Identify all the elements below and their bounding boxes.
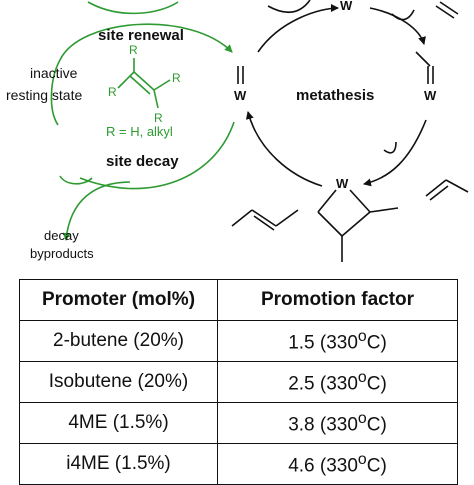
left-arc xyxy=(50,59,61,126)
site-decay-label: site decay xyxy=(106,153,179,170)
resting-state-label: resting state xyxy=(6,87,82,103)
table-row: 2-butene (20%) 1.5 (330oC) xyxy=(19,320,458,362)
cell-promoter: i4ME (1.5%) xyxy=(19,443,218,485)
carbene-right xyxy=(415,51,434,84)
olefin-r2: R xyxy=(108,85,117,99)
table-header-row: Promoter (mol%) Promotion factor xyxy=(19,279,458,321)
propene-top xyxy=(435,1,459,19)
top-curve-arrow xyxy=(87,1,179,15)
activation-cycle xyxy=(50,1,235,241)
renewal-arc xyxy=(59,23,233,61)
cycle-arc-bottom-right xyxy=(363,119,427,187)
w-right: W xyxy=(424,88,437,103)
header-promotion-factor: Promotion factor xyxy=(217,279,458,321)
table-row: 4ME (1.5%) 3.8 (330oC) xyxy=(19,402,458,444)
w-top: W xyxy=(340,0,353,13)
right-top-curl xyxy=(391,9,415,21)
table-row: i4ME (1.5%) 4.6 (330oC) xyxy=(19,443,458,485)
metathesis-cycle xyxy=(245,0,427,187)
site-renewal-label: site renewal xyxy=(98,27,184,44)
cell-promoter: 2-butene (20%) xyxy=(19,320,218,362)
cell-promoter: Isobutene (20%) xyxy=(19,361,218,403)
cell-factor: 3.8 (330oC) xyxy=(217,402,458,444)
cycle-arc-top-right xyxy=(369,7,426,45)
decay-branch xyxy=(62,181,131,241)
metallacyclobutane xyxy=(317,189,399,262)
butene-structure xyxy=(231,209,299,231)
promoter-table: Promoter (mol%) Promotion factor 2-buten… xyxy=(19,279,458,485)
lower-right-curl xyxy=(383,141,397,154)
promoter-table-wrapper: Promoter (mol%) Promotion factor 2-buten… xyxy=(19,279,458,485)
cycle-arc-top-left xyxy=(257,4,339,53)
header-promoter: Promoter (mol%) xyxy=(19,279,218,321)
byproducts-label: byproducts xyxy=(30,246,94,261)
cell-promoter: 4ME (1.5%) xyxy=(19,402,218,444)
inactive-label: inactive xyxy=(30,65,78,81)
r-definition-label: R = H, alkyl xyxy=(106,124,173,139)
olefin-r1: R xyxy=(129,43,138,57)
top-curl xyxy=(267,0,311,13)
olefin-r4: R xyxy=(154,111,163,125)
cell-factor: 2.5 (330oC) xyxy=(217,361,458,403)
decay-label: decay xyxy=(44,228,79,243)
cycle-arc-bottom-left xyxy=(245,111,323,187)
cell-factor: 1.5 (330oC) xyxy=(217,320,458,362)
olefin-structure xyxy=(117,58,171,109)
table-row: Isobutene (20%) 2.5 (330oC) xyxy=(19,361,458,403)
propene-structure xyxy=(425,179,469,201)
metathesis-label: metathesis xyxy=(296,87,374,104)
w-left: W xyxy=(234,88,247,103)
decay-branch-curl xyxy=(59,175,93,185)
w-bottom: W xyxy=(336,176,349,191)
olefin-r3: R xyxy=(172,71,181,85)
reaction-scheme: site renewal site decay inactive resting… xyxy=(6,0,469,262)
carbene-left xyxy=(237,66,244,84)
cell-factor: 4.6 (330oC) xyxy=(217,443,458,485)
